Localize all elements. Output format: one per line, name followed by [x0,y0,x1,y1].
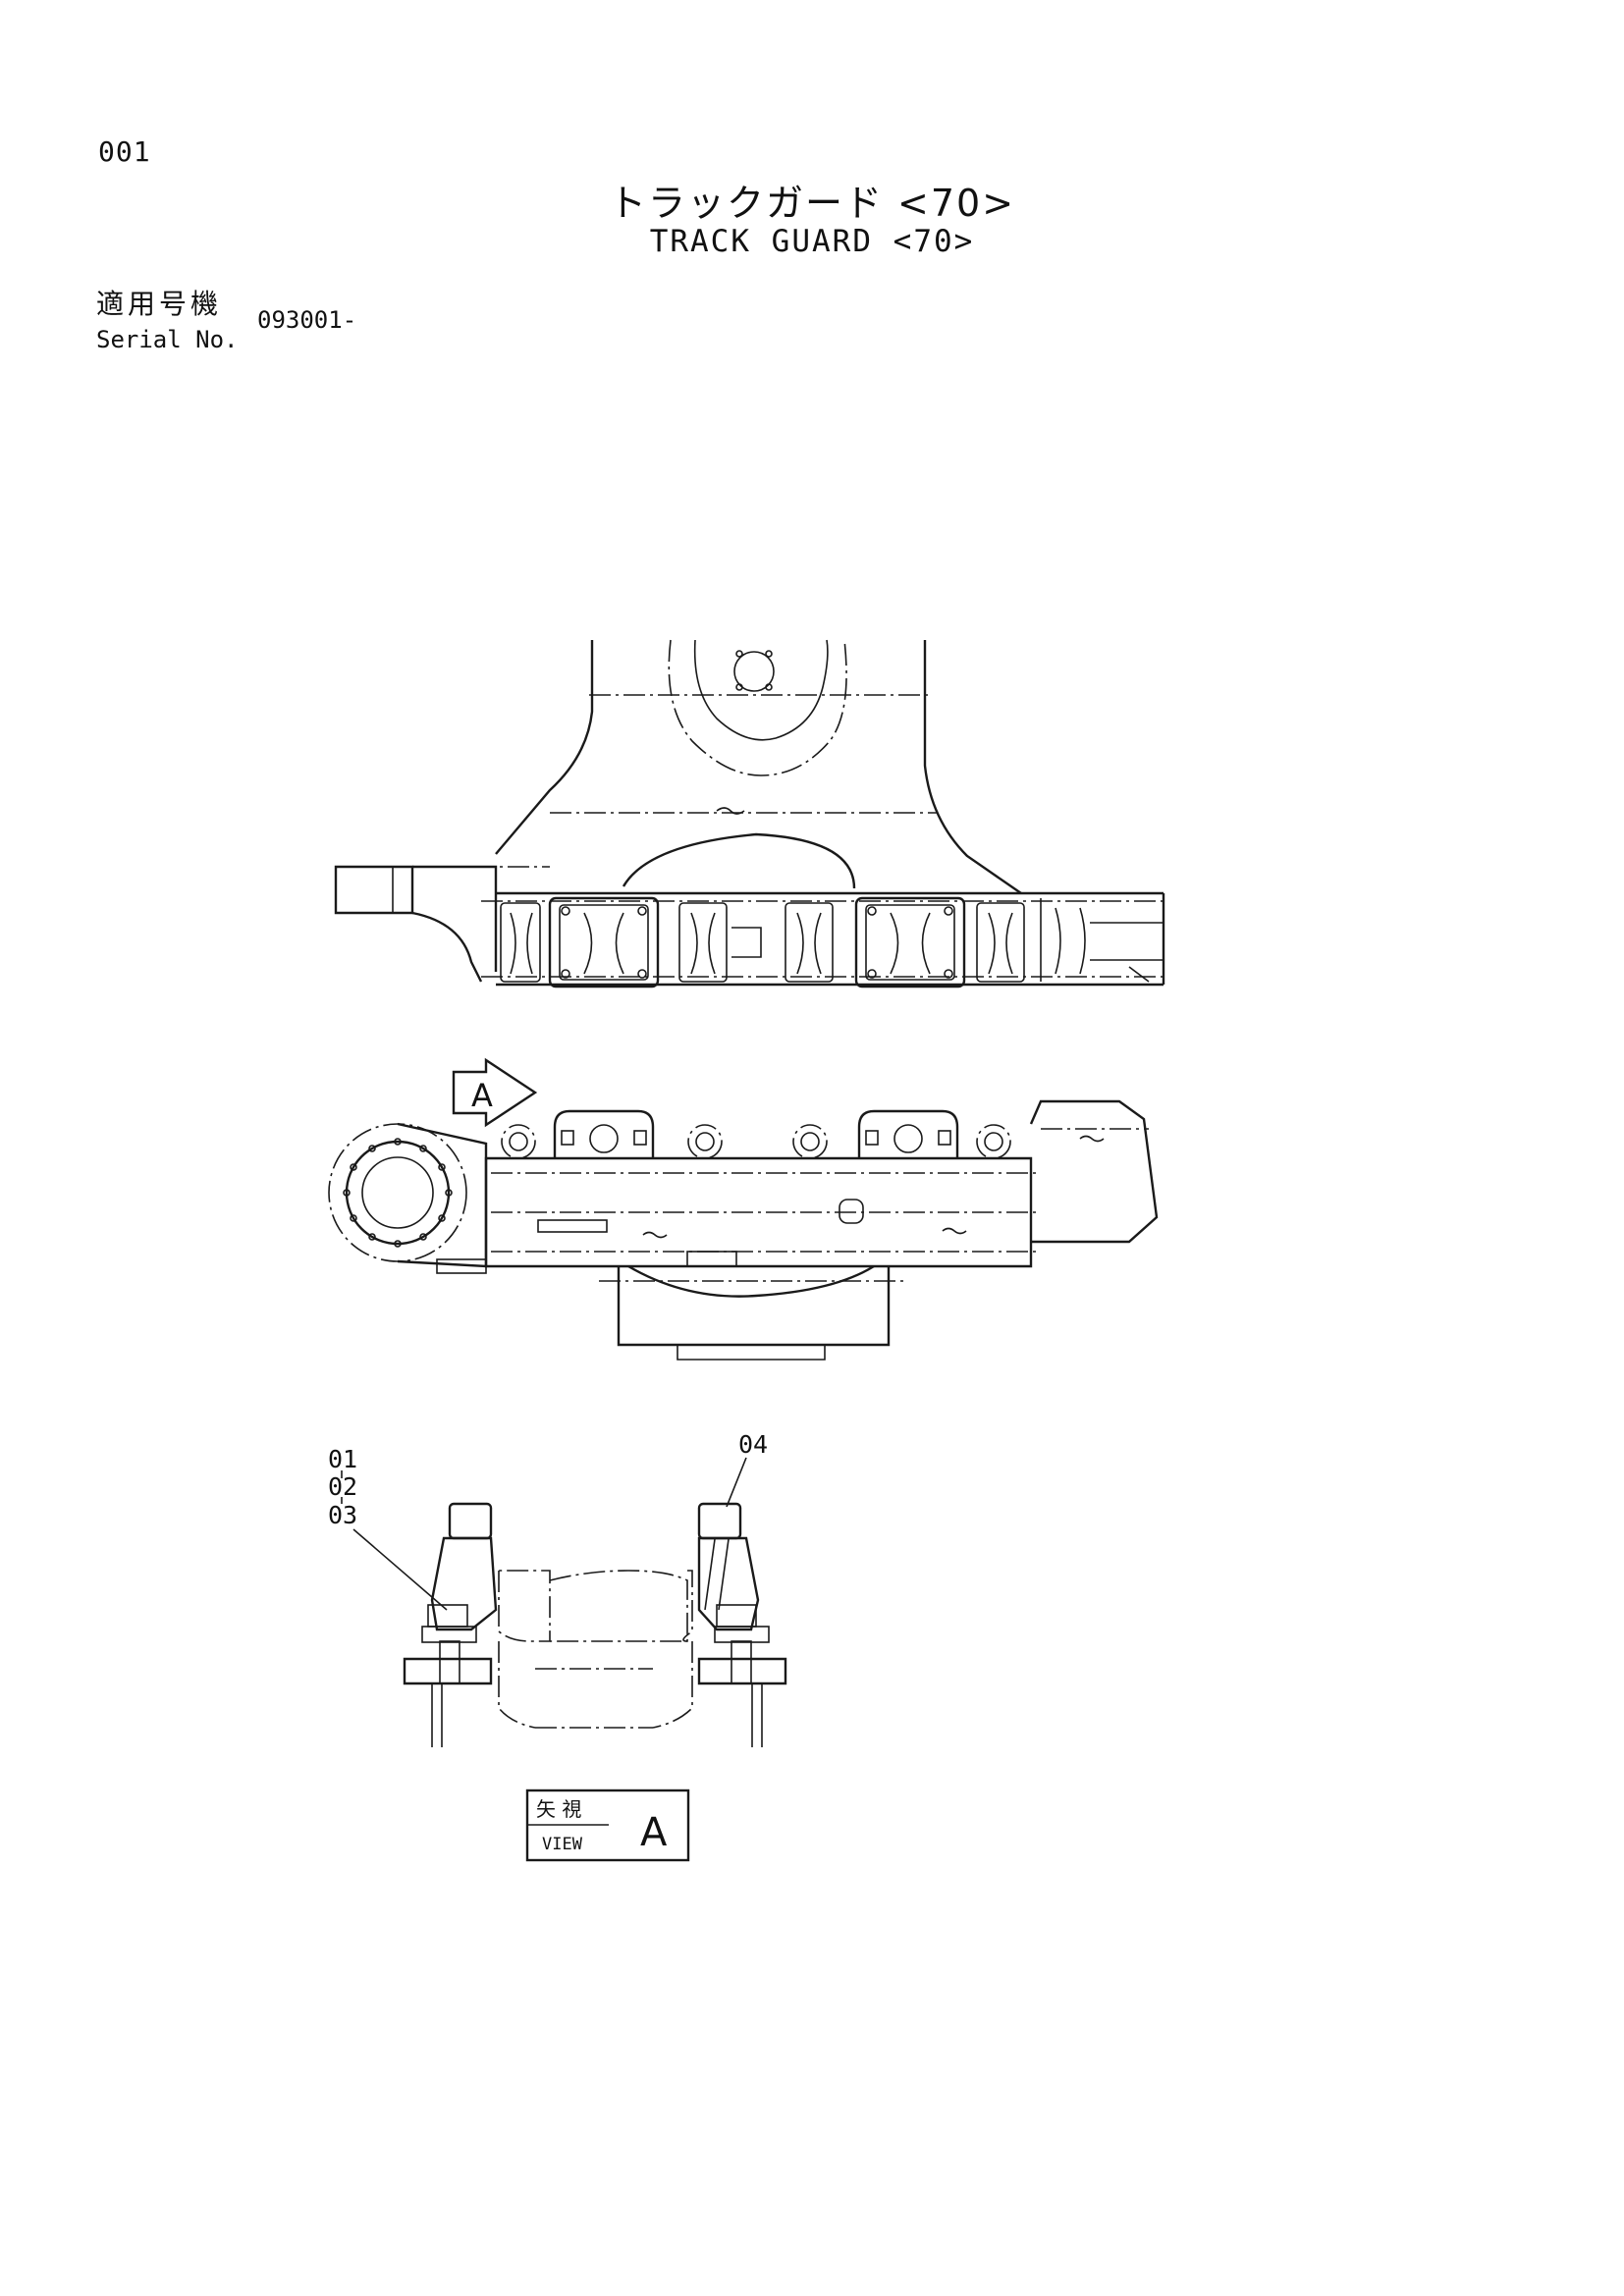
right-guard [697,1502,787,1747]
callout-02: 02 [328,1472,357,1501]
track-roller [498,1570,693,1729]
roller-top-4 [976,902,1025,983]
page-number: 001 [98,135,151,168]
view-a-box: 矢 視 VIEW A [525,1789,690,1862]
serial-number-value: 093001- [257,306,357,334]
view-arrow-a: A [452,1057,538,1128]
leader-line-01-03 [352,1528,448,1611]
guard-side-2 [857,1109,959,1158]
roller-top-2 [678,902,762,983]
callout-04: 04 [738,1430,768,1459]
side-view: A [328,1057,1159,1361]
guarded-roller-top-1 [548,896,660,988]
guard-side-1 [553,1109,655,1158]
left-guard [403,1502,498,1747]
view-a-detail: 01 02 03 04 矢 視 VIEW A [328,1430,787,1862]
view-box-letter: A [640,1810,668,1855]
callout-03: 03 [328,1501,357,1529]
title-japanese: トラックガード <70> [608,182,1016,225]
view-arrow-label: A [471,1077,493,1114]
serial-label-english: Serial No. [96,326,239,353]
view-box-japanese: 矢 視 [536,1797,581,1821]
top-view [334,639,1168,988]
guarded-roller-top-2 [854,896,966,988]
serial-label-japanese: 適用号機 [96,288,223,320]
leader-line-04 [726,1457,747,1508]
title-english: TRACK GUARD <70> [649,224,975,259]
callout-01: 01 [328,1445,357,1473]
side-rollers [501,1124,1011,1159]
roller-top-1 [500,902,541,983]
roller-top-3 [785,902,834,983]
view-box-english: VIEW [542,1835,583,1854]
